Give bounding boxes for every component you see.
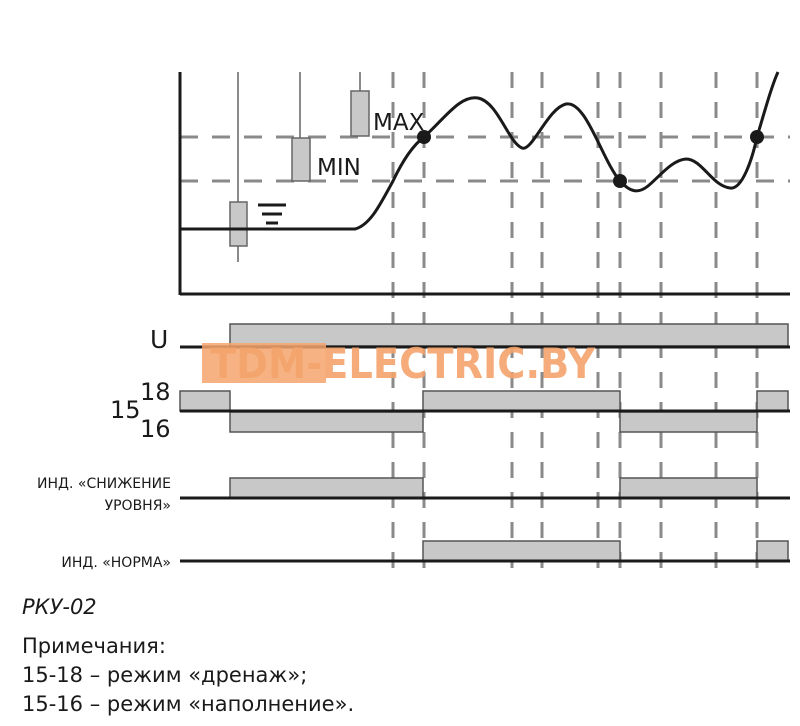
max-electrode [350,90,370,137]
max-reached-point [750,130,764,144]
min-reached-point [613,174,627,188]
indicator-low-level-label-line1: ИНД. «СНИЖЕНИЕ [37,476,171,492]
indicator-low-level-label-line2: УРОВНЯ» [105,498,171,514]
notes-title: Примечания: [22,634,166,658]
watermark: TDM-ELECTRIC.BY [202,339,596,388]
min-label: MIN [317,155,361,181]
model-name: РКУ-02 [22,595,97,619]
relay-contact-signal [179,390,790,433]
terminal-15-label: 15 [110,396,141,424]
max-reached-point [417,130,431,144]
min-electrode [291,137,311,182]
watermark-text: TDM-ELECTRIC.BY [210,339,596,388]
note-item: 15-16 – режим «наполнение». [22,692,355,716]
indicator-normal-label: ИНД. «НОРМА» [61,555,171,571]
event-points [417,130,764,188]
ground-icon [258,203,286,225]
note-item: 15-18 – режим «дренаж»; [22,663,308,687]
terminal-16-label: 16 [140,415,171,443]
indicator-low-level-signal [180,477,790,500]
max-label: MAX [373,110,425,136]
level-graph-axes [178,72,790,296]
supply-u-label: U [150,325,168,354]
indicator-normal-signal [180,540,790,563]
common-electrode [229,201,248,247]
notes-block: РКУ-02 Примечания: 15-18 – режим «дренаж… [22,594,782,719]
terminal-18-label: 18 [140,378,171,406]
level-lines [180,135,790,183]
electrode-probes [229,72,370,262]
